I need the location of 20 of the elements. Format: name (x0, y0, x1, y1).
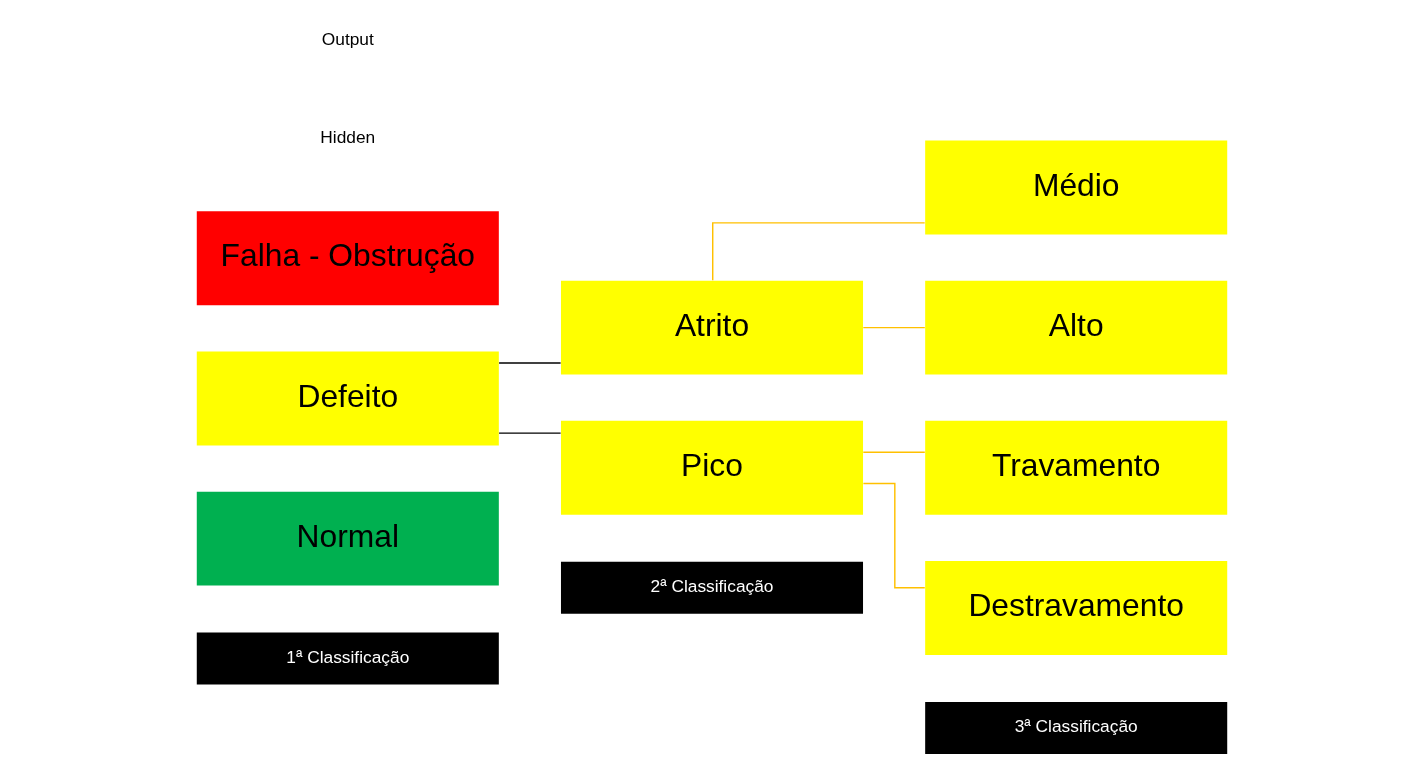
node-box: Destravamento (925, 561, 1228, 655)
connector (862, 451, 926, 453)
node-box: 1ª Classificação (196, 632, 499, 685)
node-box: Atrito (561, 280, 863, 375)
node-box: Pico (561, 420, 863, 515)
node-box: Defeito (196, 351, 499, 446)
node-box: Falha - Obstrução (196, 211, 499, 306)
node-box: Médio (925, 140, 1228, 235)
node-box: Normal (196, 491, 499, 586)
node-box: 3ª Classificação (925, 701, 1228, 754)
connector (862, 482, 926, 589)
node-box: 2ª Classificação (561, 561, 863, 614)
node-box: Alto (925, 280, 1228, 375)
connector (498, 432, 562, 434)
connector (498, 362, 562, 364)
node-box: Travamento (925, 420, 1228, 515)
label: Hidden (320, 126, 376, 147)
connector (862, 326, 926, 329)
label: Output (321, 28, 374, 49)
connector (712, 222, 926, 281)
